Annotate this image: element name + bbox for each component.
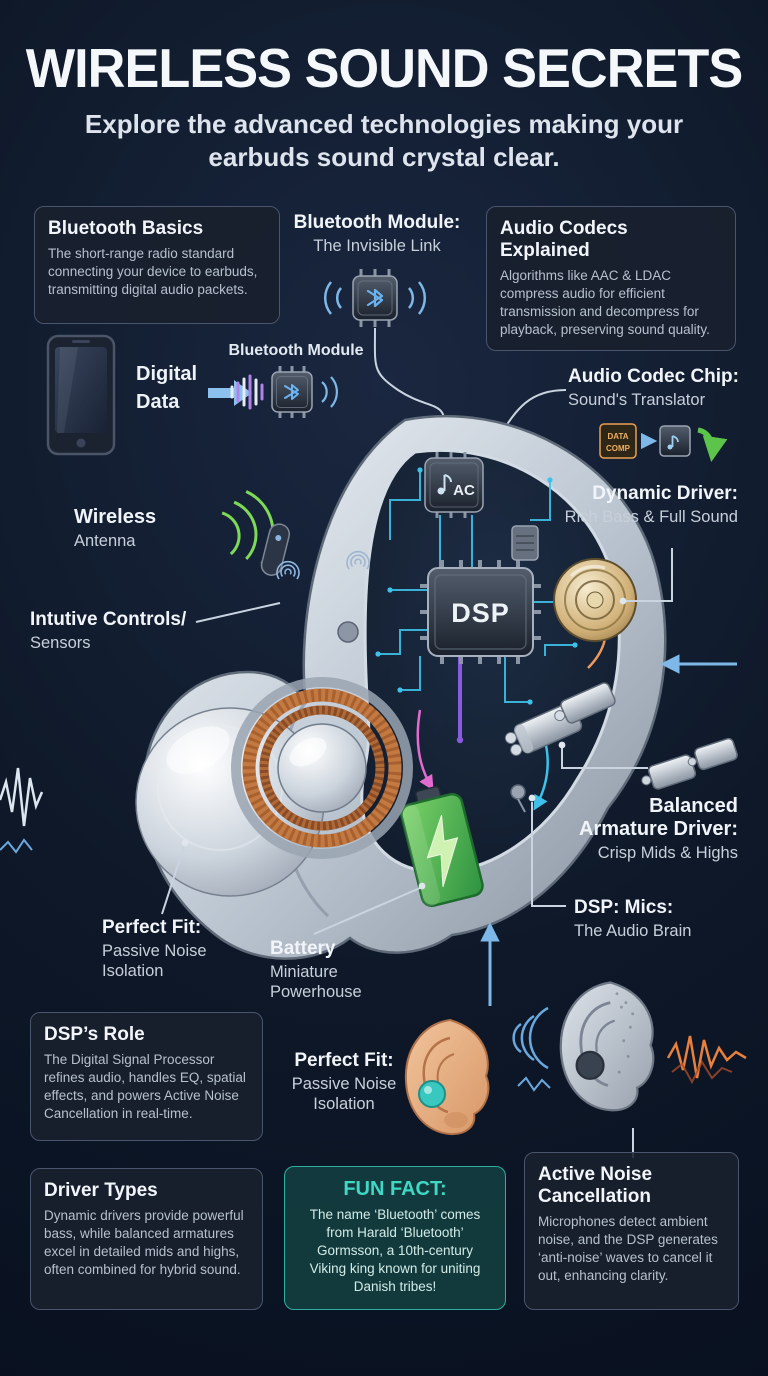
callout-title: Battery <box>270 938 336 959</box>
callout-sub: Rich Bass & Full Sound <box>564 507 738 526</box>
card-body: The short-range radio standard connectin… <box>48 245 258 297</box>
callout-battery: Battery Miniature Powerhouse <box>270 938 382 1002</box>
callout-title: Perfect Fit: <box>102 917 202 938</box>
card-title: Audio Codecs Explained <box>500 218 628 261</box>
callout-wireless-antenna: Wireless Antenna <box>74 506 178 551</box>
card-body: Microphones detect ambient noise, and th… <box>538 1213 718 1283</box>
callout-title: DSP: Mics: <box>574 897 674 918</box>
callout-sub: Antenna <box>74 532 136 550</box>
smartphone-icon <box>46 334 116 456</box>
data-chip-line2: COMP <box>606 444 631 453</box>
bluetooth-chip-icon-2 <box>271 366 338 418</box>
page-subtitle: Explore the advanced technologies making… <box>84 109 684 172</box>
card-driver-types: Driver Types Dynamic drivers provide pow… <box>30 1168 263 1310</box>
mic-dot-icon <box>510 784 526 800</box>
callout-bluetooth-module: Bluetooth Module: The Invisible Link <box>282 212 472 256</box>
callout-sub: Sensors <box>30 633 91 652</box>
card-fun-fact: FUN FACT: The name ‘Bluetooth’ comes fro… <box>284 1166 506 1310</box>
label-digital-data: Digital Data <box>136 363 198 413</box>
radio-waves-icon <box>324 281 426 315</box>
callout-dsp-mics: DSP: Mics: The Audio Brain <box>574 897 726 941</box>
callout-title: Perfect Fit: <box>294 1050 394 1071</box>
card-title: Bluetooth Basics <box>48 218 204 239</box>
lightning-icon <box>426 814 459 888</box>
callout-title: Balanced Armature Driver: <box>579 795 738 840</box>
callout-sub: Passive Noise Isolation <box>291 1074 397 1113</box>
connector-top-chip <box>373 327 452 429</box>
callout-sub: Sound's Translator <box>568 390 706 409</box>
callout-sub: The Audio Brain <box>574 921 692 940</box>
ac-chip-icon: AC <box>424 452 484 518</box>
armature-external-icon-2 <box>687 737 738 771</box>
fingerprint-icon-2 <box>346 550 370 570</box>
right-arrow-icon <box>208 380 252 406</box>
callout-title: Bluetooth Module: <box>293 212 461 233</box>
left-waveform-icon <box>0 767 44 854</box>
callout-sub: Passive Noise Isolation <box>102 941 207 980</box>
ear-illustration <box>404 1018 490 1136</box>
data-chip-line1: DATA <box>607 432 628 441</box>
card-audio-codecs: Audio Codecs Explained Algorithms like A… <box>486 206 736 351</box>
callout-title: Audio Codec Chip: <box>568 366 739 387</box>
balanced-armature-icon-2 <box>554 682 616 724</box>
codec-chip-icon <box>659 425 691 457</box>
radio-waves-icon <box>321 376 338 408</box>
callout-sub: The Invisible Link <box>313 236 441 255</box>
card-title: DSP’s Role <box>44 1024 145 1045</box>
connector-lines <box>161 548 673 1158</box>
card-body: The Digital Signal Processor refines aud… <box>44 1051 246 1121</box>
callout-sub: Crisp Mids & Highs <box>597 844 738 862</box>
card-body: Algorithms like AAC & LDAC compress audi… <box>500 267 710 337</box>
earbud-tip-icon <box>418 1080 446 1108</box>
callout-controls-sensors: Intutive Controls/ Sensors <box>30 609 208 653</box>
armature-external-icon <box>641 754 697 790</box>
page-title: WIRELESS SOUND SECRETS <box>25 37 743 99</box>
earbud-illustration: AC DSP <box>135 415 667 960</box>
label-bluetooth-module: Bluetooth Module <box>228 342 364 359</box>
callout-title: Intutive Controls/ <box>30 609 187 630</box>
card-title: Active Noise Cancellation <box>538 1164 653 1207</box>
ac-chip-label: AC <box>453 482 475 499</box>
dsp-chip-label: DSP <box>451 598 510 628</box>
codec-flow-icons: DATA COMP <box>599 423 728 462</box>
audio-waveform-icon <box>230 374 264 410</box>
card-bluetooth-basics: Bluetooth Basics The short-range radio s… <box>34 206 280 324</box>
sound-wave-orange-icon <box>666 1035 747 1085</box>
card-body: The name ‘Bluetooth’ comes from Harald ‘… <box>309 1207 481 1294</box>
callout-title: Wireless <box>74 506 157 528</box>
sound-waves-blue-icon <box>512 1006 551 1092</box>
callout-audio-codec-chip: Audio Codec Chip: Sound's Translator <box>568 366 740 410</box>
card-active-noise-cancellation: Active Noise Cancellation Microphones de… <box>524 1152 739 1310</box>
mic-component-icon <box>511 525 539 561</box>
callout-dynamic-driver: Dynamic Driver: Rich Bass & Full Sound <box>560 483 738 527</box>
connector-controls <box>195 602 281 623</box>
card-body: Dynamic drivers provide powerful bass, w… <box>44 1207 244 1277</box>
card-dsp-role: DSP’s Role The Digital Signal Processor … <box>30 1012 263 1141</box>
green-curved-arrow-icon <box>697 427 728 462</box>
dsp-chip-icon: DSP <box>420 560 541 664</box>
card-title: FUN FACT: <box>343 1178 447 1200</box>
fingerprint-icon <box>276 560 300 580</box>
mic-mesh-icon <box>337 621 359 643</box>
gray-ear-illustration <box>559 981 655 1112</box>
card-title: Driver Types <box>44 1180 158 1201</box>
callout-title: Dynamic Driver: <box>592 483 738 504</box>
callout-perfect-fit-bottom: Perfect Fit: Passive Noise Isolation <box>282 1050 406 1114</box>
battery-icon <box>400 785 484 908</box>
callout-balanced-armature: Balanced Armature Driver: Crisp Mids & H… <box>570 795 738 863</box>
callout-perfect-fit: Perfect Fit: Passive Noise Isolation <box>102 917 224 981</box>
bluetooth-chip-icon <box>324 269 426 327</box>
callout-sub: Miniature Powerhouse <box>270 962 362 1001</box>
dynamic-driver-icon <box>553 558 637 642</box>
voice-coil-icon <box>231 677 413 859</box>
circuit-traces <box>378 470 575 703</box>
